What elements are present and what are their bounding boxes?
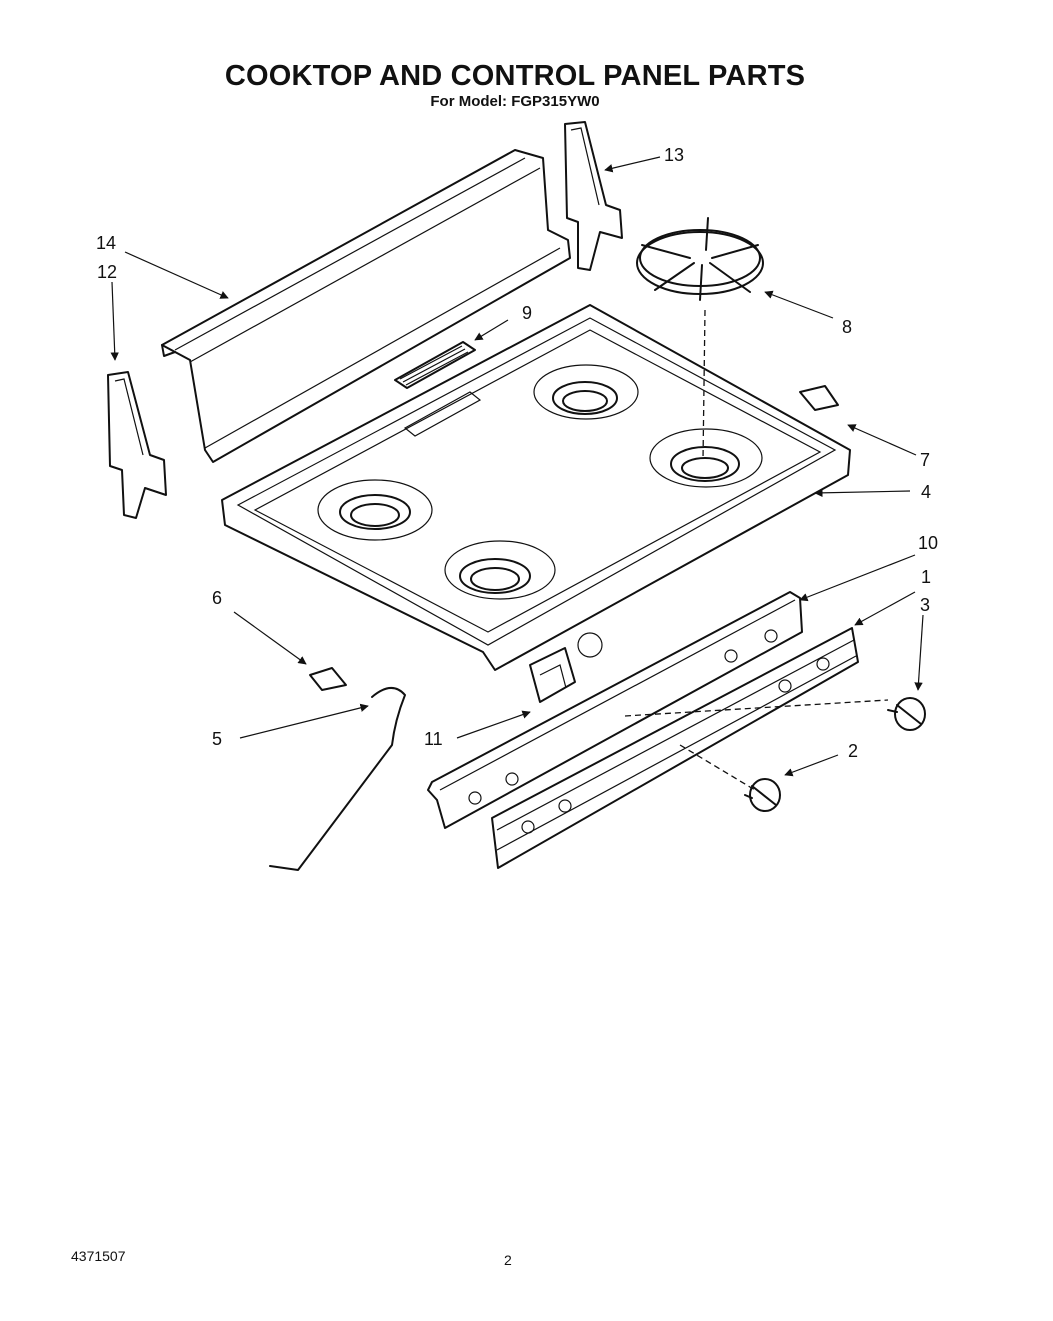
cooktop-part: [221, 304, 851, 671]
igniter-switch-part: [529, 632, 603, 703]
callout-label: 13: [664, 145, 684, 165]
callout-label: 8: [842, 317, 852, 337]
callout-label: 14: [96, 233, 116, 253]
document-number: 4371507: [71, 1248, 126, 1264]
callout-label: 11: [424, 729, 443, 749]
manifold-panel-part: [427, 591, 803, 829]
vent-part: [394, 341, 476, 389]
callout-label: 7: [920, 450, 930, 470]
backguard-part: [161, 149, 571, 463]
callout-label: 12: [97, 262, 117, 282]
callout-label: 3: [920, 595, 930, 615]
model-subtitle: For Model: FGP315YW0: [430, 93, 600, 110]
callout-label: 1: [921, 567, 931, 587]
end-cap-left-part: [107, 371, 167, 519]
callout-label: 10: [918, 533, 938, 553]
callout-label: 5: [212, 729, 222, 749]
clip-part: [309, 667, 347, 691]
page-number: 2: [504, 1252, 512, 1268]
callout-label: 9: [522, 303, 532, 323]
page-title: COOKTOP AND CONTROL PANEL PARTS: [224, 60, 806, 92]
callout-label: 4: [921, 482, 931, 502]
callout-label: 6: [212, 588, 222, 608]
clip-part: [799, 385, 839, 411]
end-cap-right-part: [564, 121, 623, 271]
callout-label: 2: [848, 741, 858, 761]
control-panel-part: [491, 627, 859, 869]
burner-knob-part: [887, 697, 926, 731]
burner-knob-part: [744, 778, 781, 812]
burner-grate-part: [636, 217, 764, 301]
burner-wire-part: [269, 687, 406, 871]
